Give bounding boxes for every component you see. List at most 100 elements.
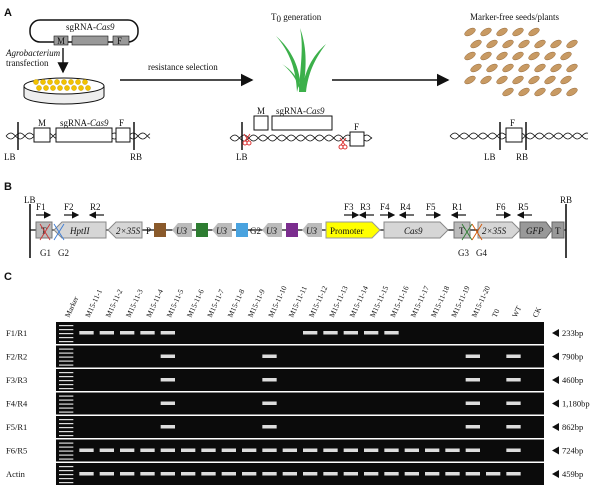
gel-band (323, 472, 338, 476)
gel-band (465, 354, 480, 358)
gel-band (343, 331, 358, 335)
gel-band (262, 448, 277, 452)
lane-label: M15-11-9 (246, 288, 267, 319)
band-size-label: 233bp (562, 328, 583, 338)
gfp-gene (519, 221, 553, 239)
u3-label: U3 (216, 226, 227, 236)
gel-band (120, 472, 135, 476)
ladder-band (59, 380, 74, 382)
ladder-band (59, 364, 74, 366)
ladder-band (59, 482, 74, 484)
lane-label: WT (510, 304, 523, 319)
gel-band (262, 378, 277, 382)
size-arrow-icon (552, 446, 559, 455)
gel-band (486, 472, 501, 476)
gel-row (56, 392, 544, 415)
tdna-mid-m: M (257, 106, 265, 116)
lane-label: M15-11-20 (469, 284, 492, 319)
lane-label: M15-11-14 (347, 284, 370, 319)
scissors-icon (53, 223, 65, 241)
panel-c-letter: C (4, 271, 12, 283)
primer-r4: R4 (400, 202, 411, 212)
primer-f5: F5 (426, 202, 436, 212)
g3-site-label: G3 (458, 248, 469, 258)
gel-row-label: F2/R2 (6, 352, 27, 362)
ladder-band (59, 360, 74, 362)
primer-r3: R3 (360, 202, 371, 212)
gel-band (282, 472, 297, 476)
gel-row (56, 369, 544, 391)
cas9-label: Cas9 (404, 226, 423, 236)
lane-label: M15-11-12 (307, 284, 330, 319)
lane-label: M15-11-16 (388, 284, 411, 319)
gfp-label: GFP (526, 226, 544, 236)
plasmid-m-label: M (57, 36, 65, 46)
band-size-label: 459bp (562, 469, 583, 479)
ladder-band (59, 435, 74, 437)
tdna-mid-f: F (354, 122, 359, 132)
u3-label: U3 (306, 226, 317, 236)
ladder-band (59, 450, 74, 452)
lane-label: M15-11-17 (408, 284, 431, 319)
gel-band (262, 401, 277, 405)
lane-label: M15-11-4 (144, 288, 165, 319)
promoter-label: Promoter (330, 226, 364, 236)
tdna-mid-lb: LB (236, 152, 248, 162)
guide-g3-block (196, 223, 208, 237)
gel-band (140, 448, 155, 452)
tdna-right-f: F (510, 118, 515, 128)
gel-band (221, 448, 236, 452)
size-arrow-icon (552, 329, 559, 337)
gel-band (99, 448, 114, 452)
size-arrow-icon (552, 423, 559, 431)
size-arrow-icon (552, 470, 559, 478)
ladder-band (59, 427, 74, 429)
gel-band (160, 401, 175, 405)
gel-band (160, 331, 175, 335)
gel-band (445, 448, 460, 452)
size-arrow-icon (552, 376, 559, 384)
gel-row-label: F6/R5 (6, 446, 27, 456)
gel-band (323, 331, 338, 335)
primer-f4: F4 (380, 202, 390, 212)
ladder-band (59, 411, 74, 413)
lane-label: M15-11-2 (103, 288, 124, 319)
tdna-right-rb: RB (516, 152, 528, 162)
tdna-left-lb: LB (4, 152, 16, 162)
seeds-icon (464, 27, 578, 97)
primer-r5: R5 (518, 202, 529, 212)
gel-band (364, 472, 379, 476)
gel-band (364, 331, 379, 335)
ladder-band (59, 442, 74, 444)
primer-f1: F1 (36, 202, 46, 212)
gel-band (303, 448, 318, 452)
gel-row (56, 416, 544, 438)
gel-row-label: F4/R4 (6, 399, 28, 409)
gel-band (160, 425, 175, 429)
ladder-band (59, 337, 74, 339)
gel-band (303, 331, 318, 335)
gel-band (79, 472, 94, 476)
promoter-yellow (325, 221, 381, 239)
tdna-middle: M sgRNA-Cas9 F LB (229, 106, 373, 162)
lane-label: M15-11-5 (164, 288, 185, 319)
gel-band (262, 354, 277, 358)
map-rb: RB (560, 195, 572, 205)
band-size-label: 724bp (562, 446, 583, 456)
primer-f6: F6 (496, 202, 506, 212)
lane-label: M15-11-7 (205, 288, 226, 319)
lane-label: M15-11-10 (266, 284, 289, 319)
promoter-35s-right (477, 221, 521, 239)
ladder-band (59, 454, 74, 456)
cas9-gene (383, 221, 449, 239)
ladder-band (59, 470, 74, 472)
gel-band (282, 448, 297, 452)
gel-band (384, 472, 399, 476)
scissors-icon (461, 223, 473, 241)
gel-band (99, 472, 114, 476)
p-label: P (146, 226, 151, 236)
gel-band (201, 472, 216, 476)
tdna-left-cas9: sgRNA-Cas9 (60, 118, 109, 128)
ladder-band (59, 399, 74, 401)
plasmid-construct: M F sgRNA-Cas9 (29, 19, 139, 46)
